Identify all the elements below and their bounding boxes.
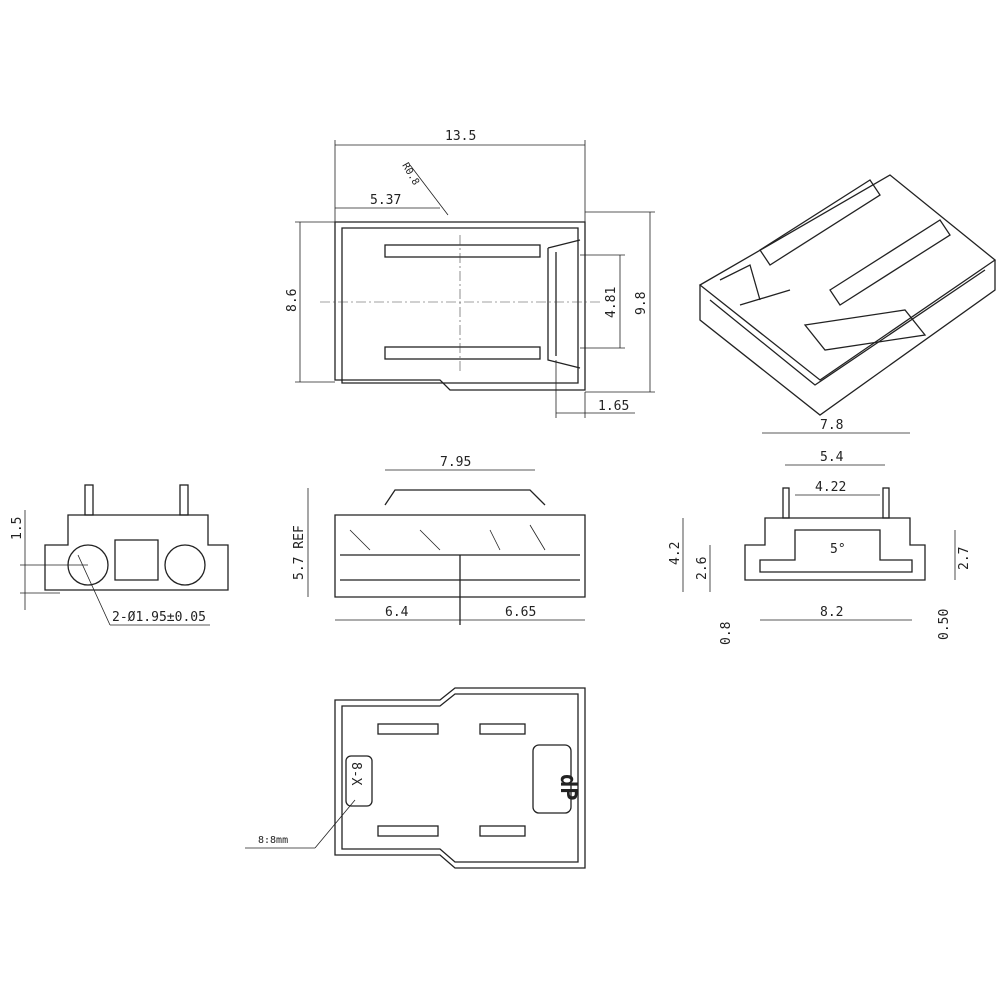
dim-height: 8.6 <box>285 289 300 312</box>
dim-left: 6.4 <box>385 605 409 620</box>
top-view: 13.5 5.37 R0.8 8.6 4.81 9.8 1.65 <box>285 129 655 418</box>
dim-h1: 4.2 <box>668 542 683 565</box>
dim-radius: R0.8 <box>399 161 421 187</box>
dim-t1: 0.8 <box>719 622 734 645</box>
dim-t2: 0.50 <box>937 609 952 640</box>
end-view: 7.8 5.4 4.22 5° 4.2 2.6 2.7 8.2 0.8 0.50 <box>668 418 972 645</box>
dim-right: 6.65 <box>505 605 536 620</box>
dim-top: 7.95 <box>440 455 471 470</box>
marking: 8-X <box>348 762 363 786</box>
dim-height: 5.7 REF <box>292 525 307 580</box>
dim-angle: 5° <box>830 542 846 557</box>
dim-base: 8.2 <box>820 605 843 620</box>
logo <box>532 744 572 814</box>
dim-w1: 7.8 <box>820 418 843 433</box>
dim-inner: 4.81 <box>604 287 619 318</box>
dim-width: 13.5 <box>445 129 476 144</box>
callout: 8:8mm <box>258 835 288 846</box>
front-view: 1.5 2-Ø1.95±0.05 <box>10 484 229 626</box>
isometric-view <box>698 174 997 416</box>
dim-w2: 5.4 <box>820 450 844 465</box>
dim-offset: 5.37 <box>370 193 401 208</box>
dim-edge: 1.65 <box>598 399 629 414</box>
svg-text:dP: dP <box>555 774 580 801</box>
bottom-view: 8-X dP 8:8mm <box>245 687 586 869</box>
dim-outer: 9.8 <box>634 292 649 315</box>
side-view: 7.95 5.7 REF 6.4 6.65 <box>292 455 586 625</box>
dim-hole: 2-Ø1.95±0.05 <box>112 610 206 625</box>
dim-pin: 1.5 <box>10 517 25 540</box>
dim-w3: 4.22 <box>815 480 846 495</box>
dim-h2: 2.6 <box>695 557 710 580</box>
dim-h3: 2.7 <box>957 547 972 570</box>
